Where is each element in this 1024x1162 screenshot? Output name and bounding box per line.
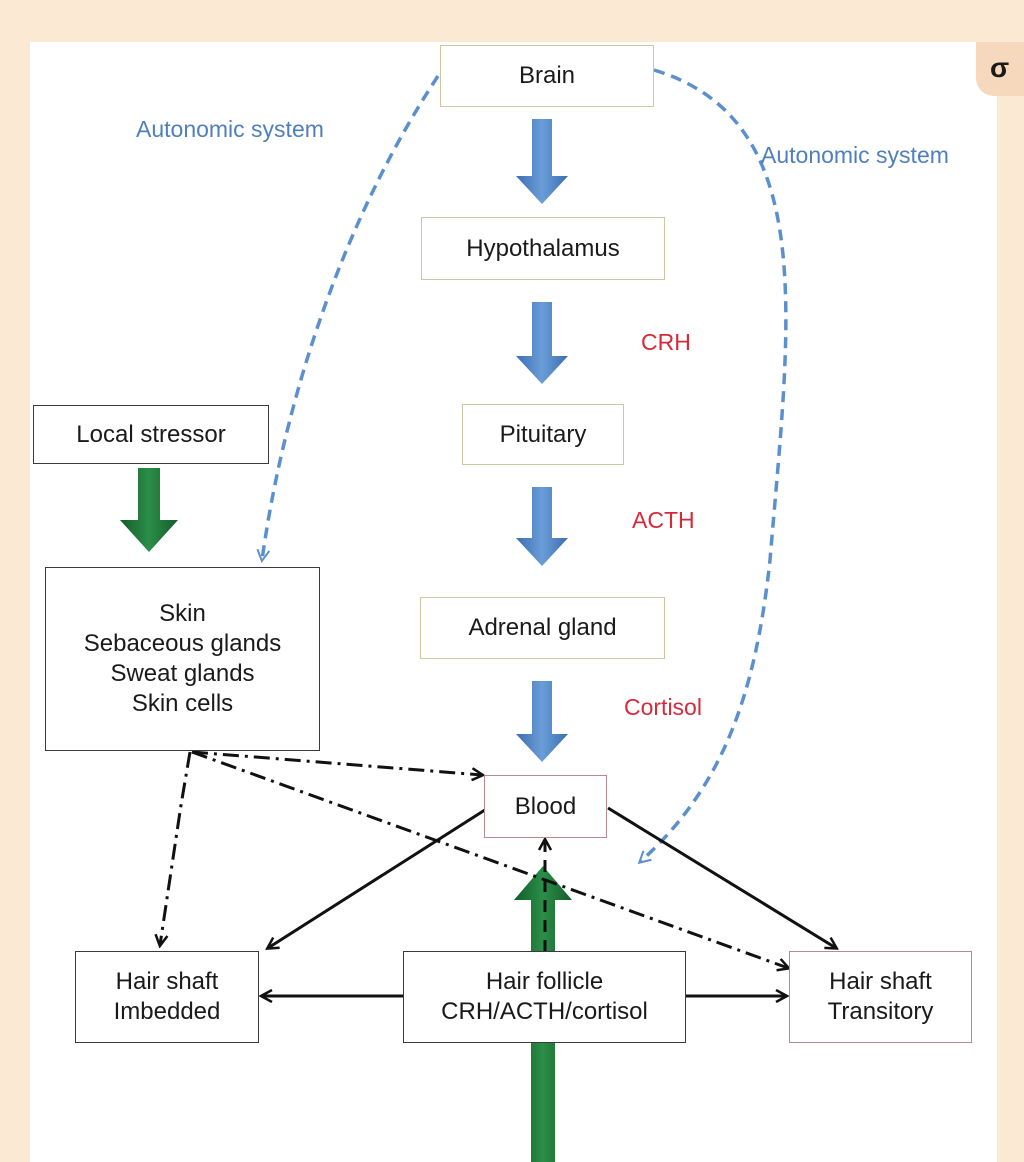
label-autonomic-right: Autonomic system bbox=[761, 142, 949, 168]
node-hair-shaft-transitory: Hair shaft Transitory bbox=[789, 951, 972, 1043]
node-transitory-line-2: Transitory bbox=[827, 998, 934, 1025]
arrow-skin-to-transitory bbox=[191, 750, 788, 968]
arrow-hypothalamus-to-pituitary bbox=[516, 302, 568, 384]
node-skin: Skin Sebaceous glands Sweat glands Skin … bbox=[45, 567, 320, 751]
page-edge-top bbox=[0, 0, 1024, 42]
node-imbedded-line-1: Hair shaft bbox=[115, 968, 219, 995]
node-hypothalamus: Hypothalamus bbox=[421, 217, 665, 280]
arrow-skin-to-imbedded bbox=[160, 751, 192, 945]
label-cortisol: Cortisol bbox=[624, 694, 702, 720]
node-hair-shaft-imbedded: Hair shaft Imbedded bbox=[75, 951, 259, 1043]
node-local-stressor-label: Local stressor bbox=[76, 420, 226, 448]
label-crh: CRH bbox=[641, 329, 691, 355]
arrow-blood-to-transitory bbox=[607, 806, 836, 948]
node-brain: Brain bbox=[440, 45, 654, 107]
page-edge-left bbox=[0, 0, 30, 1162]
arrow-blood-to-imbedded bbox=[268, 806, 489, 948]
arrow-skin-to-blood bbox=[191, 750, 482, 775]
autonomic-path-left bbox=[262, 75, 440, 560]
arrow-stressor-to-skin bbox=[120, 468, 178, 552]
node-adrenal-gland: Adrenal gland bbox=[420, 597, 665, 659]
node-follicle-line-1: Hair follicle bbox=[485, 968, 604, 995]
node-skin-line-2: Sebaceous glands bbox=[83, 630, 282, 657]
node-brain-label: Brain bbox=[518, 62, 576, 89]
journal-logo-icon: σ bbox=[976, 42, 1024, 96]
node-hypothalamus-label: Hypothalamus bbox=[466, 234, 620, 262]
node-pituitary-label: Pituitary bbox=[499, 420, 587, 448]
label-acth: ACTH bbox=[632, 507, 695, 533]
node-blood: Blood bbox=[484, 775, 607, 838]
node-local-stressor: Local stressor bbox=[33, 405, 269, 464]
autonomic-path-right bbox=[640, 68, 788, 862]
node-pituitary: Pituitary bbox=[462, 404, 624, 465]
node-follicle-line-2: CRH/ACTH/cortisol bbox=[441, 998, 648, 1025]
node-imbedded-line-2: Imbedded bbox=[113, 998, 221, 1025]
node-skin-line-1: Skin bbox=[159, 600, 206, 627]
arrow-pituitary-to-adrenal bbox=[516, 487, 568, 566]
node-blood-label: Blood bbox=[514, 792, 577, 820]
node-skin-line-3: Sweat glands bbox=[110, 660, 255, 687]
arrow-brain-to-hypothalamus bbox=[516, 119, 568, 204]
arrow-adrenal-to-blood bbox=[516, 681, 568, 762]
node-skin-line-4: Skin cells bbox=[131, 690, 234, 717]
node-transitory-line-1: Hair shaft bbox=[829, 968, 932, 995]
node-adrenal-label: Adrenal gland bbox=[468, 614, 617, 641]
label-autonomic-left: Autonomic system bbox=[136, 116, 324, 142]
page-edge-right bbox=[997, 0, 1024, 1162]
node-hair-follicle: Hair follicle CRH/ACTH/cortisol bbox=[403, 951, 686, 1043]
logo-glyph: σ bbox=[990, 52, 1010, 83]
